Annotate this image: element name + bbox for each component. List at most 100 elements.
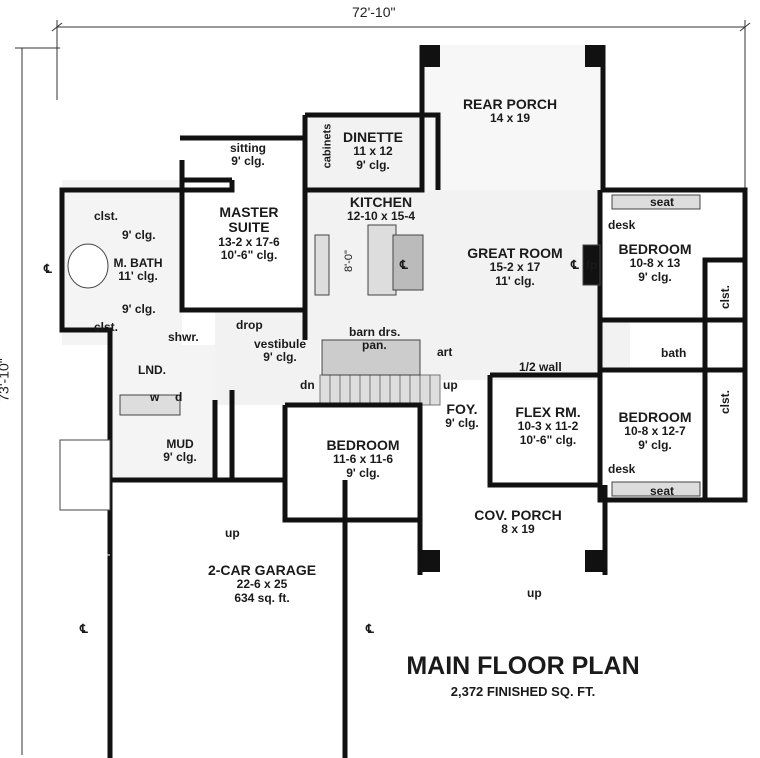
room-name: MASTER <box>219 204 279 220</box>
closet-label: clst. <box>94 320 119 334</box>
desk-label: desk <box>608 462 636 476</box>
room-ceiling: 9' clg. <box>638 437 672 452</box>
room-name: COV. PORCH <box>474 507 562 523</box>
room-size: 13-2 x 17-6 <box>218 234 280 249</box>
room-ceiling: 10'-6" clg. <box>220 247 278 262</box>
room-name: MUD <box>166 437 194 451</box>
room-ceiling: 9' clg. <box>445 416 479 431</box>
art-label: art <box>437 345 453 359</box>
walls <box>59 45 748 758</box>
room-ceiling: 9' clg. <box>638 269 672 284</box>
room-name: BEDROOM <box>326 437 400 453</box>
dryer-label: d <box>175 390 183 404</box>
room-ceiling: 9' clg. <box>231 154 265 169</box>
room-area: 634 sq. ft. <box>234 590 290 605</box>
floor-fills <box>62 45 630 480</box>
closet-label: clst. <box>718 389 733 415</box>
garage-up-label: up <box>225 526 240 540</box>
room-size: 11-6 x 11-6 <box>332 452 394 467</box>
laundry-label: LND. <box>138 363 166 377</box>
dimension-lines <box>15 20 751 755</box>
shower-label: shwr. <box>168 330 199 344</box>
room-size: 12-10 x 15-4 <box>346 209 416 224</box>
porch-up-label: up <box>527 586 542 600</box>
centerline-mark: ℄ <box>400 258 408 272</box>
room-size: 10-8 x 13 <box>629 256 681 271</box>
stairs <box>319 339 441 406</box>
room-ceiling: 9' clg. <box>163 450 197 465</box>
room-size: 10-8 x 12-7 <box>624 424 686 439</box>
room-name: DINETTE <box>343 129 403 145</box>
pantry-label: pan. <box>362 338 387 352</box>
room-name: sitting <box>230 141 266 155</box>
room-name: M. BATH <box>113 256 163 270</box>
room-size: 15-2 x 17 <box>489 260 541 275</box>
depth-dimension: 73'-10" <box>0 358 12 402</box>
closet-label: clst. <box>94 209 119 223</box>
bath-ceiling-lower: 9' clg. <box>122 302 156 316</box>
stairs-down-label: dn <box>300 378 315 392</box>
barn-doors-label: barn drs. <box>349 325 401 339</box>
room-foyer: FOY.9' clg. <box>445 401 479 431</box>
room-ceiling: 11' clg. <box>118 269 158 284</box>
porch-posts <box>420 45 605 572</box>
room-name: KITCHEN <box>349 194 413 210</box>
room-name: FOY. <box>446 401 478 417</box>
room-name: REAR PORCH <box>462 96 558 112</box>
washer-label: w <box>150 390 160 404</box>
width-dimension: 72'-10" <box>352 4 396 20</box>
centerline-mark: ℄ <box>571 258 579 272</box>
centerline-mark: ℄ <box>44 262 52 276</box>
room-name: 2-CAR GARAGE <box>207 562 317 578</box>
plan-subtitle: 2,372 FINISHED SQ. FT. <box>450 684 596 699</box>
bath-ceiling-upper: 9' clg. <box>122 228 156 242</box>
room-size: 22-6 x 25 <box>236 577 288 592</box>
room-ceiling: 9' clg. <box>263 350 297 365</box>
room-name: FLEX RM. <box>515 404 581 420</box>
fireplace-label: fp <box>586 258 598 272</box>
stairs-up-label: up <box>443 378 458 392</box>
bath-label: bath <box>661 346 687 360</box>
room-size: 10-3 x 11-2 <box>517 419 579 434</box>
room-ceiling: 11' clg. <box>495 273 535 288</box>
centerline-mark: ℄ <box>80 622 88 636</box>
plan-title: MAIN FLOOR PLAN <box>406 652 640 680</box>
room-ceiling: 9' clg. <box>346 465 380 480</box>
seat-label: seat <box>650 484 675 498</box>
room-ceiling: 9' clg. <box>356 157 390 172</box>
centerline-mark: ℄ <box>366 622 374 636</box>
room-ceiling: 10'-6" clg. <box>519 432 577 447</box>
island-dimension: 8'-0" <box>342 250 355 272</box>
room-size: 14 x 19 <box>489 111 531 126</box>
cabinets-label: cabinets <box>321 123 334 169</box>
fixtures <box>59 194 701 511</box>
room-name: BEDROOM <box>618 241 692 257</box>
room-size: 8 x 19 <box>501 522 535 537</box>
drop-label: drop <box>236 318 263 332</box>
closet-label: clst. <box>718 284 733 310</box>
room-name-2: SUITE <box>228 219 270 236</box>
room-name: GREAT ROOM <box>467 245 563 261</box>
half-wall-label: 1/2 wall <box>519 360 562 374</box>
seat-label: seat <box>650 195 675 209</box>
room-name: BEDROOM <box>618 409 692 425</box>
room-name: vestibule <box>253 337 307 351</box>
desk-label: desk <box>608 218 636 232</box>
